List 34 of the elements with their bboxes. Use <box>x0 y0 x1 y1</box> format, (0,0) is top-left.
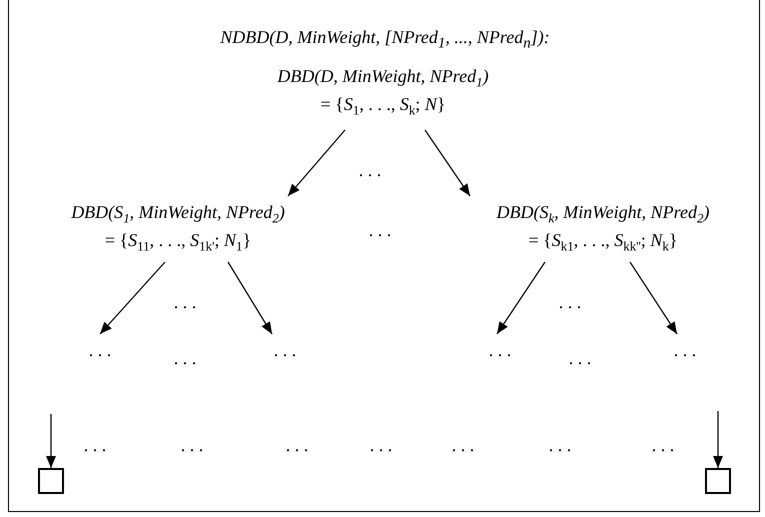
result-set-text: = {S$_{1}$, . . ., S$_{k}$; N} <box>320 93 446 118</box>
ellipsis: . . . <box>358 160 382 180</box>
arrow <box>630 262 678 334</box>
empty-box <box>705 468 731 494</box>
arrow <box>46 414 56 468</box>
ellipsis: . . . <box>568 348 592 368</box>
arrow <box>713 411 723 468</box>
ellipsis: . . . <box>452 435 474 455</box>
ellipsis: . . . <box>80 334 120 366</box>
function-call-text: DBD(D, MinWeight, NPred$_{1}$) <box>277 65 489 90</box>
arrow <box>100 262 166 334</box>
title: NDBD(D, MinWeight, [NPred$_{1}$, ..., NPred$_{n}$]): <box>219 26 551 54</box>
ellipsis: . . . <box>180 435 204 455</box>
ellipsis: . . . <box>265 334 305 366</box>
ellipsis: . . . <box>480 334 520 366</box>
ellipsis: . . . <box>368 220 392 240</box>
arrow <box>227 262 273 334</box>
ellipsis: . . . <box>174 348 196 368</box>
arrow <box>288 130 346 196</box>
function-call-text: DBD(S$_{1}$, MinWeight, NPred$_{2}$) <box>71 201 285 226</box>
empty-box <box>38 468 64 494</box>
ellipsis: . . . <box>286 435 308 455</box>
result-set-text: = {S$_{11}$, . . ., S$_{1k'}$; N$_{1}$} <box>104 229 252 254</box>
arrow <box>496 262 546 334</box>
ellipsis: . . . <box>558 292 582 312</box>
function-call-text: DBD(S$_{k}$, MinWeight, NPred$_{2}$) <box>496 201 710 226</box>
ellipsis: . . . <box>652 435 674 455</box>
result-set-text: = {S$_{k1}$, . . ., S$_{kk''}$; N$_{k}$} <box>528 229 678 254</box>
ellipsis: . . . <box>174 292 196 312</box>
ellipsis: . . . <box>84 435 106 455</box>
ellipsis: . . . <box>548 435 572 455</box>
ellipsis: . . . <box>370 435 392 455</box>
arrow <box>424 130 470 196</box>
ellipsis: . . . <box>665 334 705 366</box>
